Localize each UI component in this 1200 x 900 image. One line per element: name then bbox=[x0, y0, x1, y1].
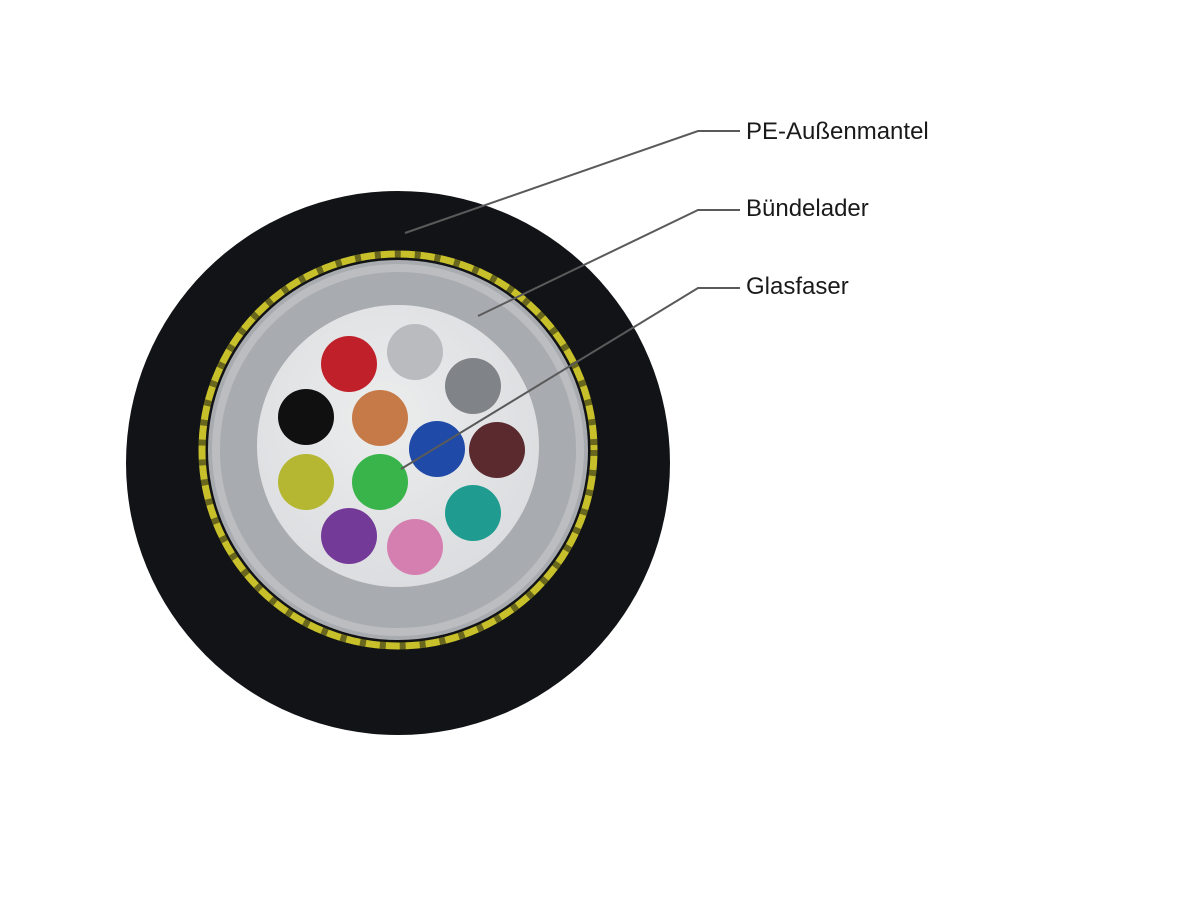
fiber-gray bbox=[445, 358, 501, 414]
fiber-violet bbox=[321, 508, 377, 564]
fiber-black bbox=[278, 389, 334, 445]
fiber-brown bbox=[469, 422, 525, 478]
leader-line-outer-jacket bbox=[404, 130, 740, 234]
fiber-yellow bbox=[278, 454, 334, 510]
fiber-red bbox=[321, 336, 377, 392]
fiber-green bbox=[352, 454, 408, 510]
fiber-blue bbox=[409, 421, 465, 477]
label-fiber: Glasfaser bbox=[746, 273, 849, 300]
label-outer-jacket: PE-Außenmantel bbox=[746, 118, 929, 145]
label-buffer-tube: Bündelader bbox=[746, 195, 869, 222]
buffer-tube-highlight bbox=[212, 264, 584, 636]
armor-ring-texture bbox=[198, 250, 598, 650]
fiber-turquoise bbox=[445, 485, 501, 541]
leader-line-buffer-tube bbox=[477, 209, 740, 317]
fiber-bundle bbox=[278, 324, 525, 575]
fiber-light-gray bbox=[387, 324, 443, 380]
fiber-orange bbox=[352, 390, 408, 446]
leader-line-fiber bbox=[400, 287, 740, 470]
fiber-pink bbox=[387, 519, 443, 575]
